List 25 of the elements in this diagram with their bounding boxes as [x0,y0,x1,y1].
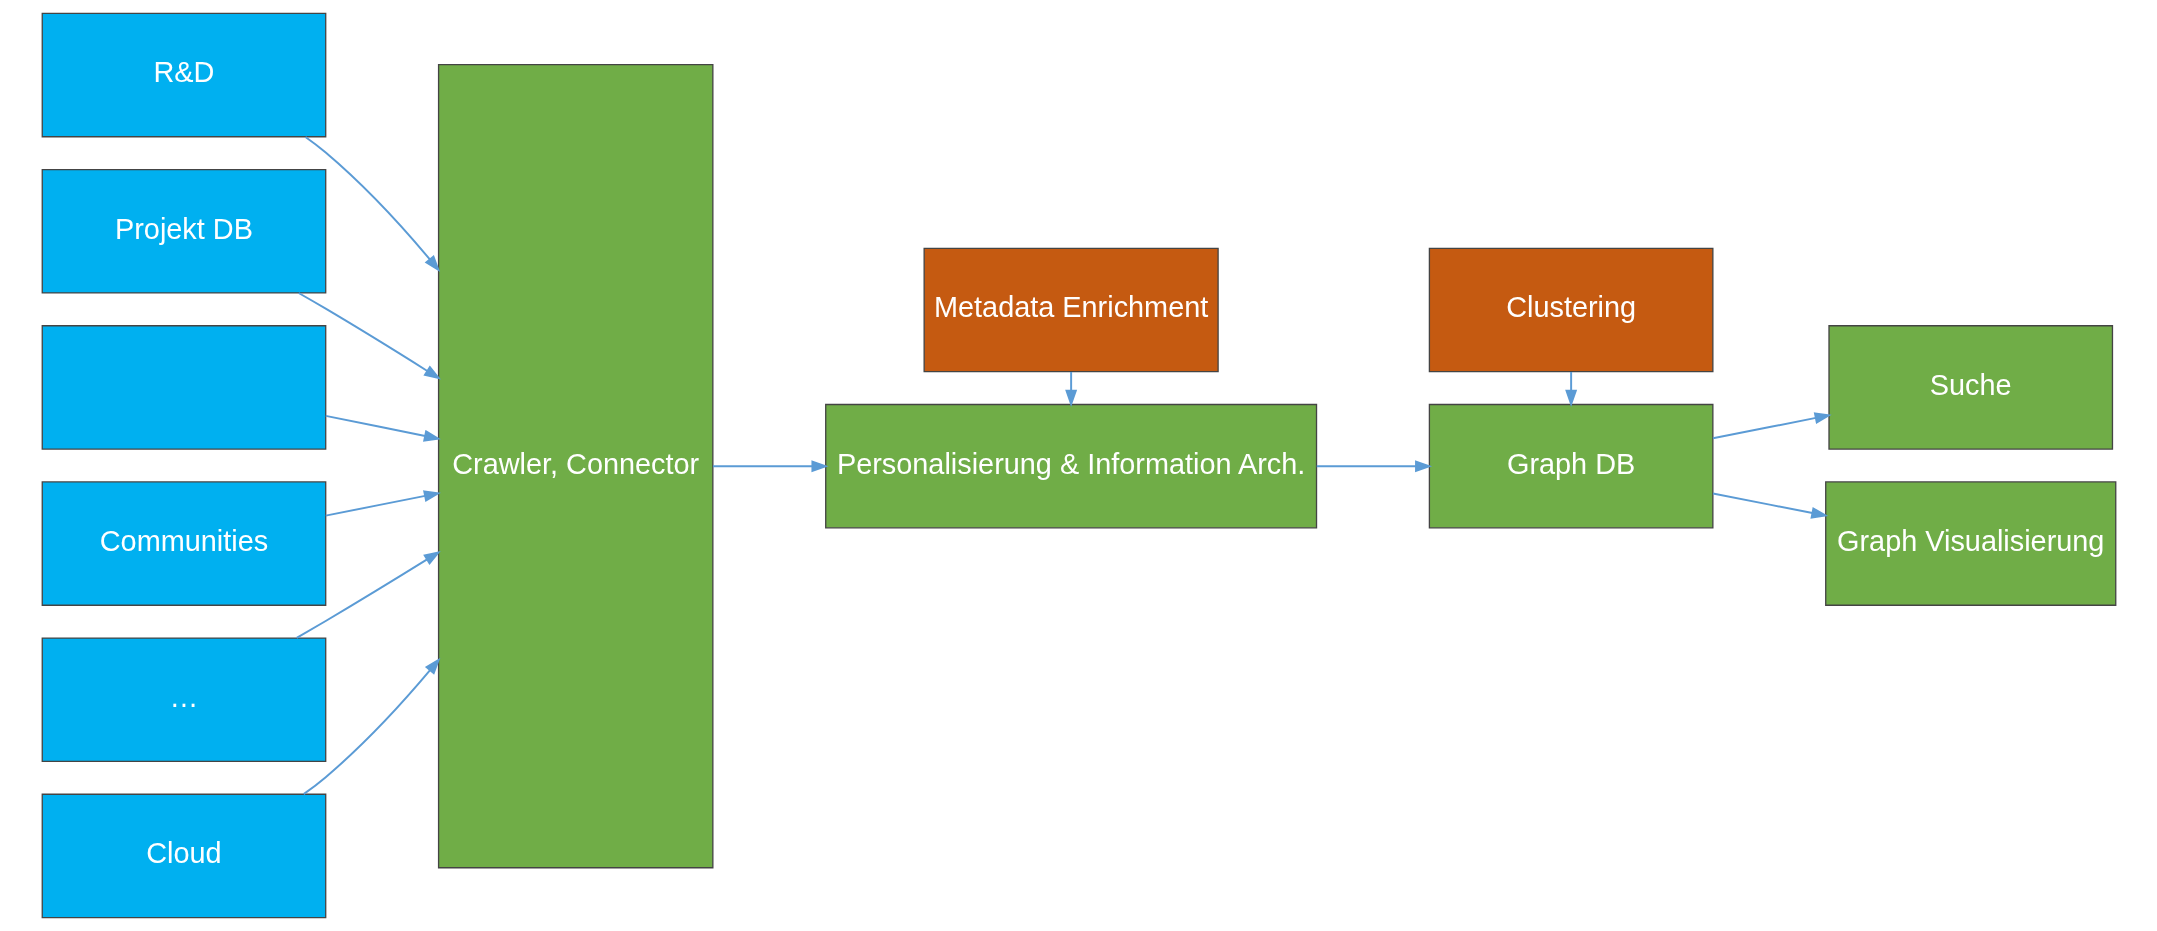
node-box: Graph DB [1428,403,1713,529]
node-box: Suche [1827,325,2113,450]
arrow [711,460,829,473]
arrow [304,135,440,272]
node-box: Communities [41,481,326,606]
node-box: Clustering [1428,247,1713,373]
node-box: Personalisierung & Information Arch. [824,403,1317,529]
arrow [1711,492,1828,519]
arrow [1711,412,1832,440]
arrow [302,657,440,796]
node-box: … [41,637,326,763]
arrow [297,292,441,380]
arrow [295,550,441,639]
node-box: Metadata Enrichment [923,247,1219,373]
node-box: Graph Visualisierung [1824,481,2116,606]
node-box: R&D [41,12,326,138]
node-box [41,325,326,450]
arrow [1315,460,1432,473]
arrow [1064,371,1077,407]
arrow [324,490,441,517]
node-box: Crawler, Connector [437,63,713,869]
node-box: Cloud [41,793,326,919]
arrow [1564,371,1577,407]
arrow [324,414,441,442]
node-box: Projekt DB [41,168,326,294]
